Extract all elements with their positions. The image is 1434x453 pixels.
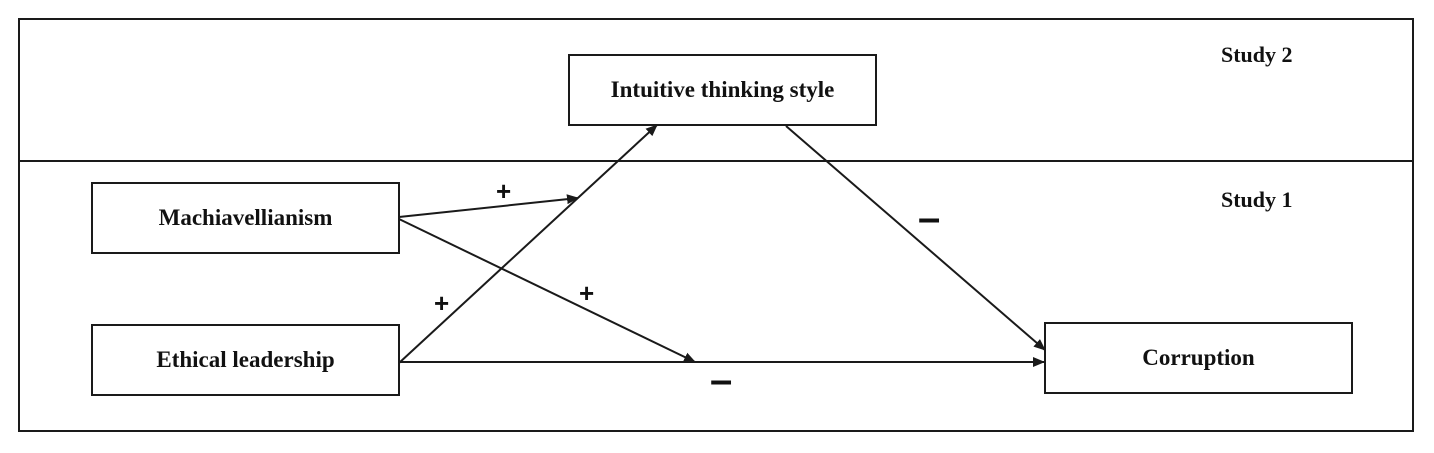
arrow-machiavellianism-to-corruption-path bbox=[398, 218, 696, 363]
node-machiavellianism: Machiavellianism bbox=[91, 182, 400, 254]
node-ethical-leadership: Ethical leadership bbox=[91, 324, 400, 396]
node-machiavellianism-label: Machiavellianism bbox=[158, 205, 333, 230]
sign-ethical-to-corruption: – bbox=[710, 358, 733, 402]
sign-mach-to-corruption-path: + bbox=[579, 278, 595, 308]
node-corruption-label: Corruption bbox=[1142, 345, 1255, 370]
arrow-ethical-to-intuitive bbox=[398, 124, 658, 364]
sign-intuitive-to-corruption: – bbox=[918, 196, 941, 240]
arrow-machiavellianism-to-intuitive-path bbox=[398, 194, 579, 218]
sign-mach-to-intuitive-path: + bbox=[496, 176, 512, 206]
node-ethical-label: Ethical leadership bbox=[156, 347, 335, 372]
node-intuitive-thinking-style: Intuitive thinking style bbox=[568, 54, 877, 126]
sign-ethical-to-intuitive: + bbox=[434, 288, 450, 318]
node-corruption: Corruption bbox=[1044, 322, 1353, 394]
arrow-intuitive-to-corruption bbox=[785, 125, 1046, 351]
node-intuitive-label: Intuitive thinking style bbox=[610, 77, 835, 102]
study-1-label: Study 1 bbox=[1221, 187, 1293, 212]
diagram-frame bbox=[18, 18, 1414, 432]
study-divider bbox=[18, 160, 1414, 162]
study-2-label: Study 2 bbox=[1221, 42, 1293, 67]
